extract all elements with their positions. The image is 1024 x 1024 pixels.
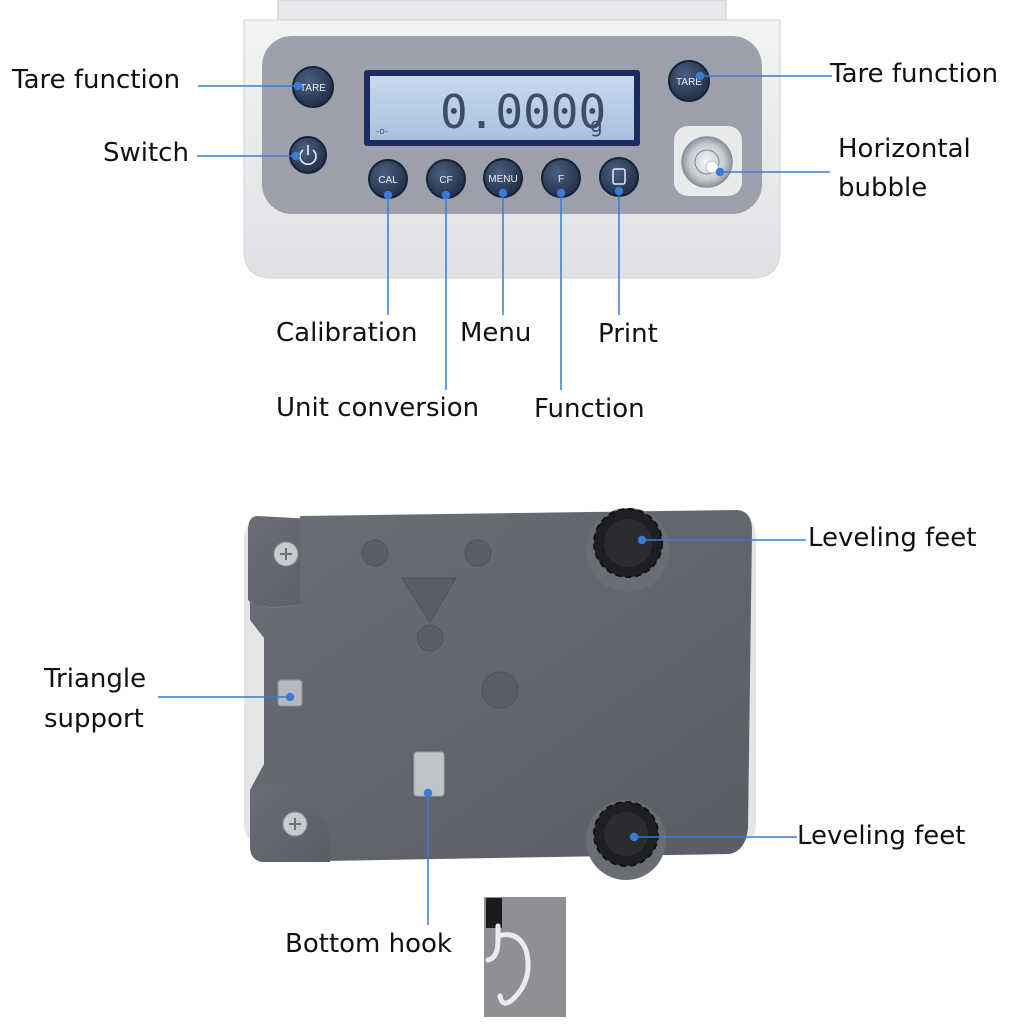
screw-icon	[282, 811, 308, 837]
label-tare-right: Tare function	[830, 59, 999, 89]
leveling-foot-bottom	[586, 800, 666, 880]
power-icon	[299, 149, 317, 165]
top-leader-lines	[197, 71, 832, 390]
label-triangle-line2: support	[44, 704, 144, 734]
label-calibration: Calibration	[276, 318, 418, 348]
label-tare-left: Tare function	[12, 65, 181, 95]
tare-button-right[interactable]: TARE	[668, 60, 710, 102]
label-function: Function	[534, 394, 645, 424]
tare-button-left-label: TARE	[300, 83, 326, 94]
label-unit-conversion: Unit conversion	[276, 393, 480, 423]
power-button[interactable]	[289, 136, 327, 174]
menu-button-label: MENU	[488, 174, 517, 185]
tare-button-right-label: TARE	[676, 77, 702, 88]
lcd-unit: g	[590, 113, 603, 137]
printer-icon	[612, 168, 626, 185]
label-switch: Switch	[103, 138, 189, 168]
cf-button-label: CF	[439, 175, 452, 186]
hook-inset-photo	[484, 897, 566, 1017]
molded-bumps	[361, 539, 519, 709]
lcd-display	[370, 76, 634, 140]
bubble-level	[674, 126, 742, 196]
label-bubble-line1: Horizontal	[838, 134, 971, 164]
function-button-label: F	[558, 174, 564, 185]
tare-button-left[interactable]: TARE	[292, 66, 334, 108]
leveling-foot-top	[586, 508, 670, 592]
lcd-reading: 0.0000	[440, 85, 606, 139]
label-menu: Menu	[460, 318, 532, 348]
label-triangle-line1: Triangle	[44, 664, 147, 694]
screw-icon	[273, 541, 299, 567]
label-bottom-hook: Bottom hook	[285, 929, 452, 959]
label-leveling-feet-top: Leveling feet	[808, 523, 977, 553]
scale-front-view: 0.0000 g -o- TARE TARE CAL CF MENU	[197, 0, 832, 390]
cal-button-label: CAL	[378, 175, 398, 186]
scale-bottom-view	[158, 508, 806, 1017]
lcd-zero-indicator: -o-	[376, 127, 388, 137]
bottom-leader-lines	[158, 535, 806, 925]
label-leveling-feet-bottom: Leveling feet	[797, 821, 966, 851]
label-bubble-line2: bubble	[838, 173, 928, 203]
label-print: Print	[598, 319, 658, 349]
